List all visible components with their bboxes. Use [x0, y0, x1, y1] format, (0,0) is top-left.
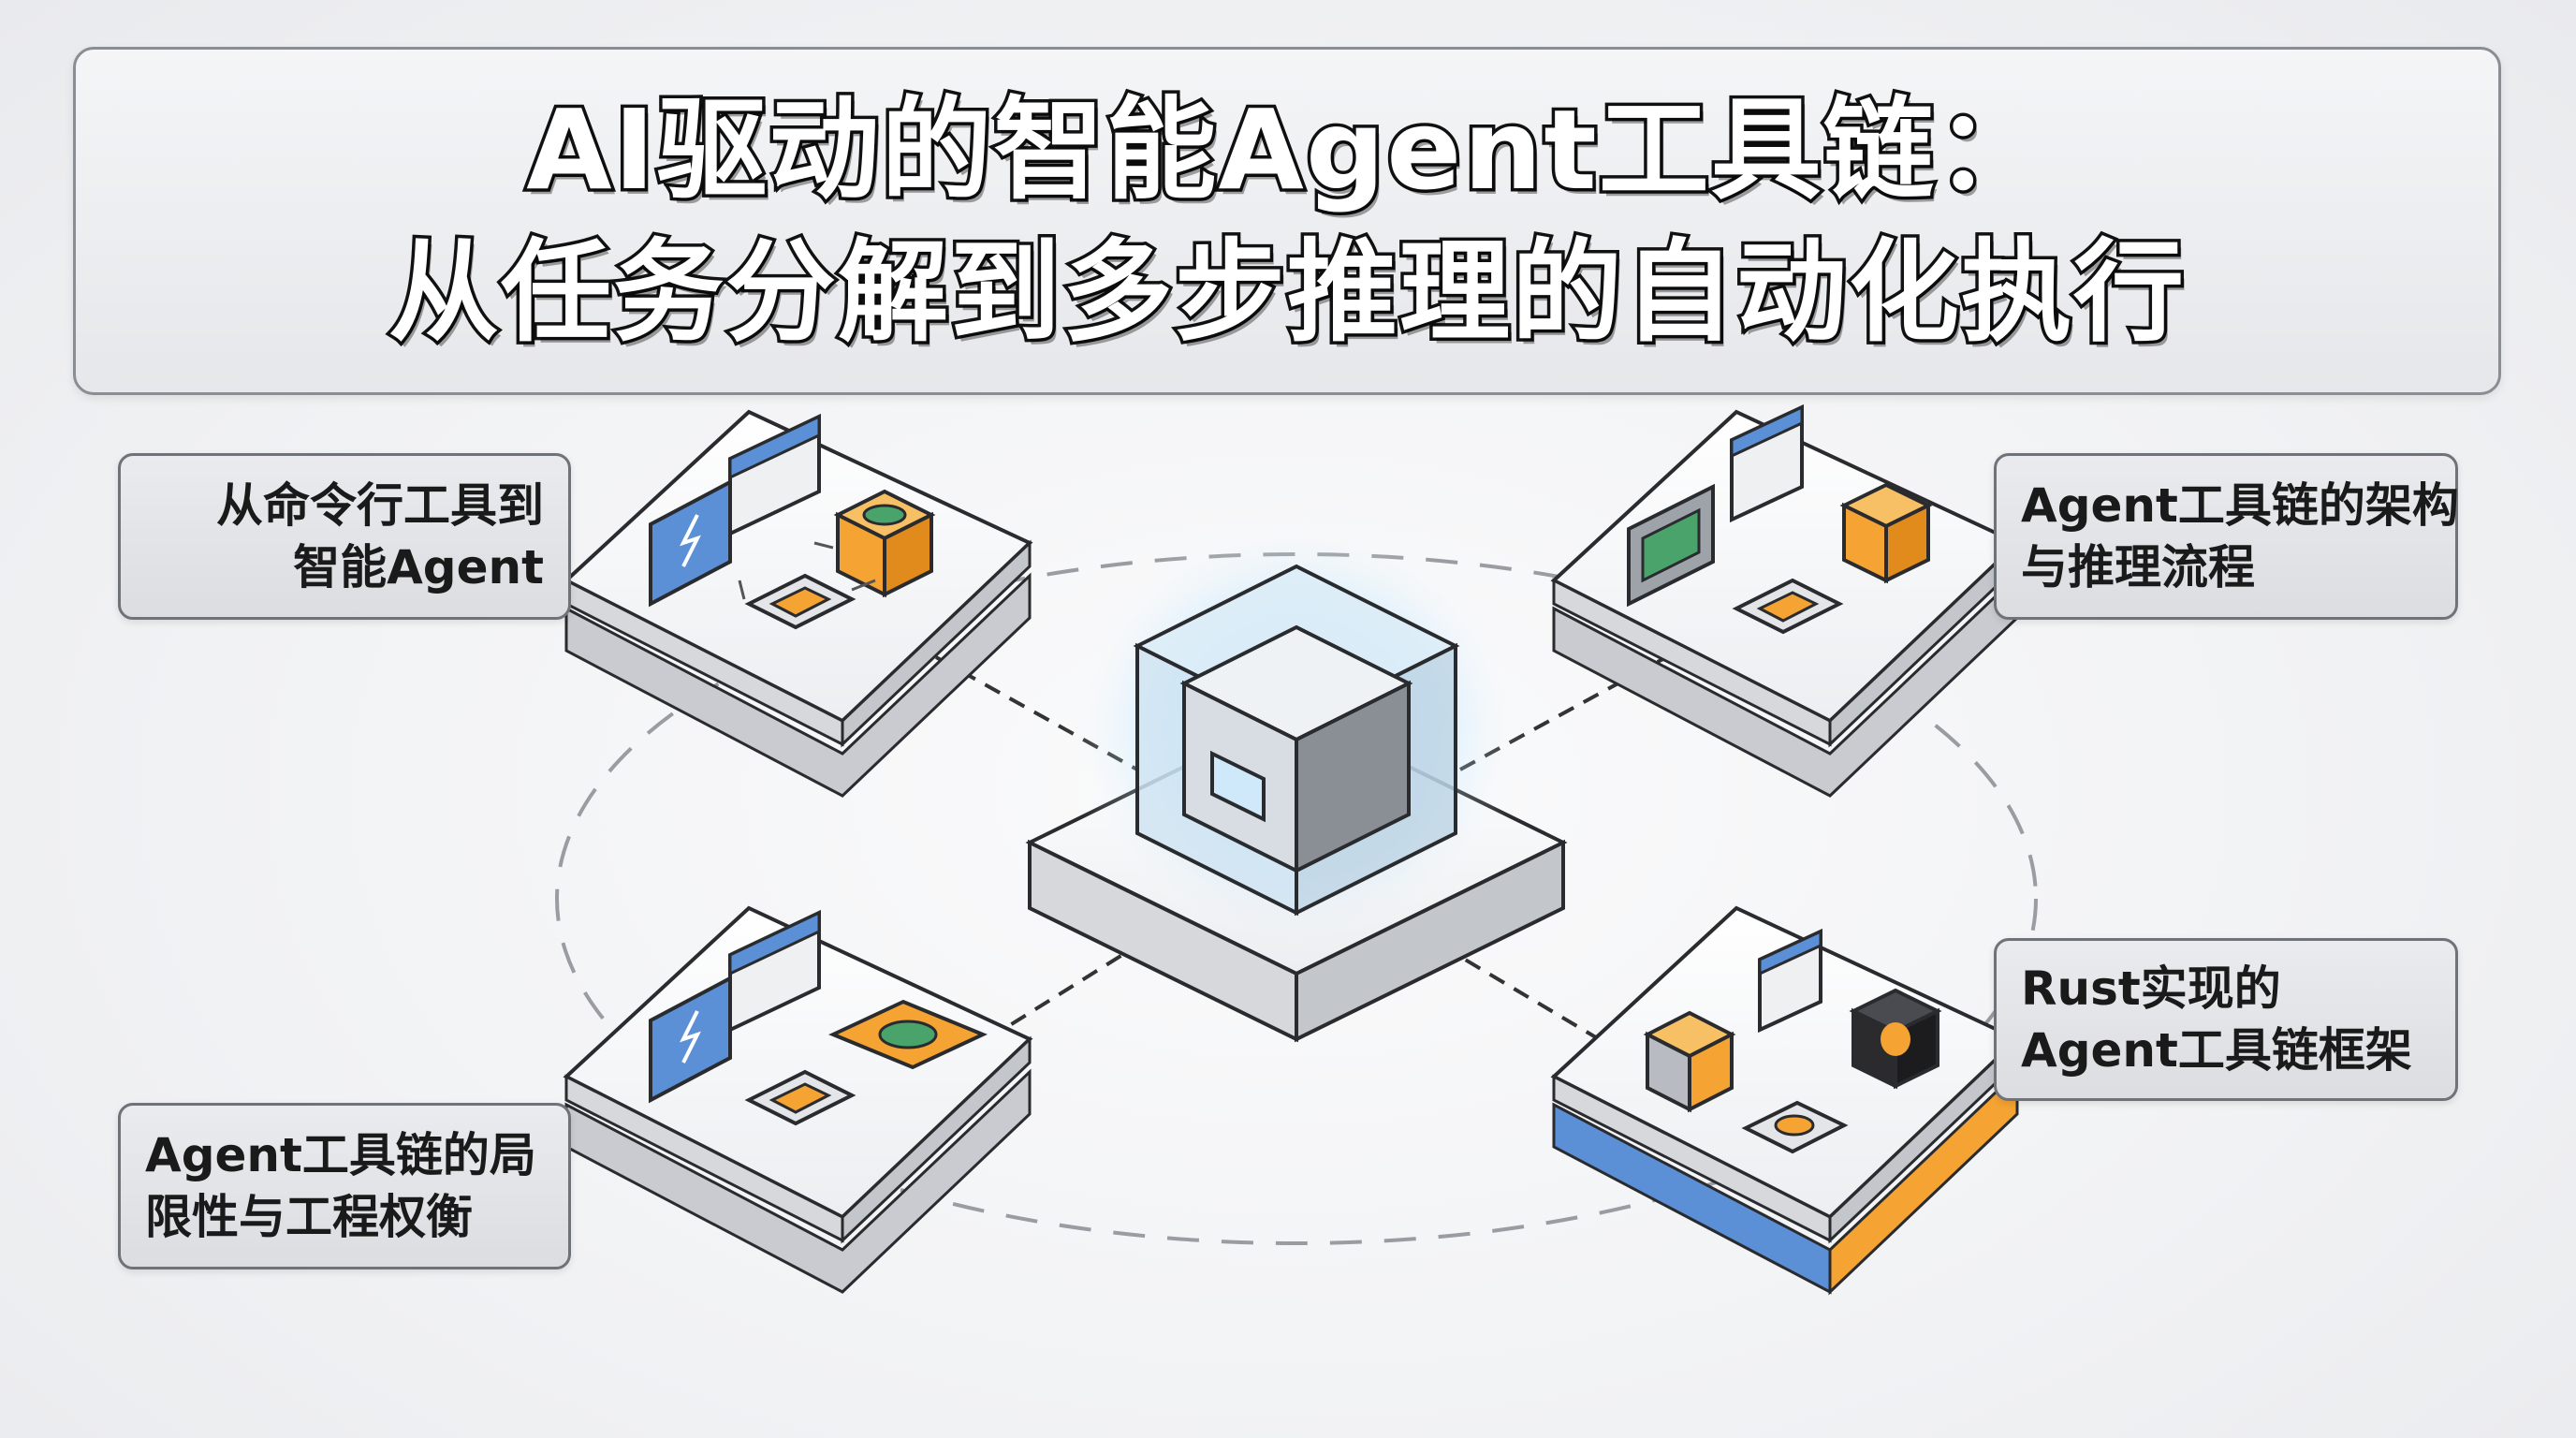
label-top-left-line-1: 从命令行工具到: [216, 478, 544, 533]
document-window-icon: [1730, 404, 1804, 523]
central-hub: [1025, 515, 1568, 1043]
module-bottom-left: [563, 905, 1033, 1294]
browser-window-icon: [728, 413, 821, 537]
label-top-right-line-1: Agent工具链的架构: [2021, 478, 2459, 533]
orange-cube-icon: [1643, 1010, 1736, 1113]
dark-cube-icon: [1849, 988, 1942, 1090]
module-bottom-right: [1550, 905, 2021, 1296]
label-bottom-right-line-1: Rust实现的: [2021, 961, 2281, 1016]
orange-pad-icon: [828, 999, 988, 1070]
orange-cube-icon: [1839, 482, 1933, 584]
label-bottom-left: Agent工具链的局 限性与工程权衡: [118, 1103, 571, 1269]
lightning-tile-icon: [649, 975, 732, 1104]
label-top-left: 从命令行工具到 智能Agent: [118, 453, 571, 620]
lightning-tile-icon: [649, 478, 732, 608]
glowing-core-cube-icon: [1133, 564, 1460, 917]
document-window-icon: [1758, 928, 1822, 1034]
tool-tray-icon: [744, 573, 856, 630]
label-bottom-right-line-2: Agent工具链框架: [2021, 1023, 2412, 1078]
label-bottom-right: Rust实现的 Agent工具链框架: [1994, 938, 2458, 1101]
tool-tray-icon: [744, 1069, 856, 1126]
title-banner: AI驱动的智能Agent工具链： 从任务分解到多步推理的自动化执行: [73, 47, 2501, 395]
label-bottom-left-line-1: Agent工具链的局: [145, 1128, 536, 1182]
tool-tray-icon: [1732, 578, 1844, 635]
orange-cube-icon: [833, 489, 936, 598]
module-top-left: [563, 409, 1033, 798]
browser-window-icon: [728, 909, 821, 1034]
tool-tray-icon: [1741, 1100, 1849, 1154]
module-top-right: [1550, 404, 2021, 798]
label-bottom-left-line-2: 限性与工程权衡: [145, 1190, 473, 1244]
title-line-1: AI驱动的智能Agent工具链：: [523, 82, 2049, 218]
label-top-left-line-2: 智能Agent: [293, 540, 544, 594]
label-top-right: Agent工具链的架构 与推理流程: [1994, 453, 2459, 620]
title-line-2: 从任务分解到多步推理的自动化执行: [385, 225, 2187, 360]
monitor-icon: [1627, 483, 1715, 608]
label-top-right-line-2: 与推理流程: [2021, 540, 2255, 594]
orbit-ring: [555, 552, 2038, 1245]
